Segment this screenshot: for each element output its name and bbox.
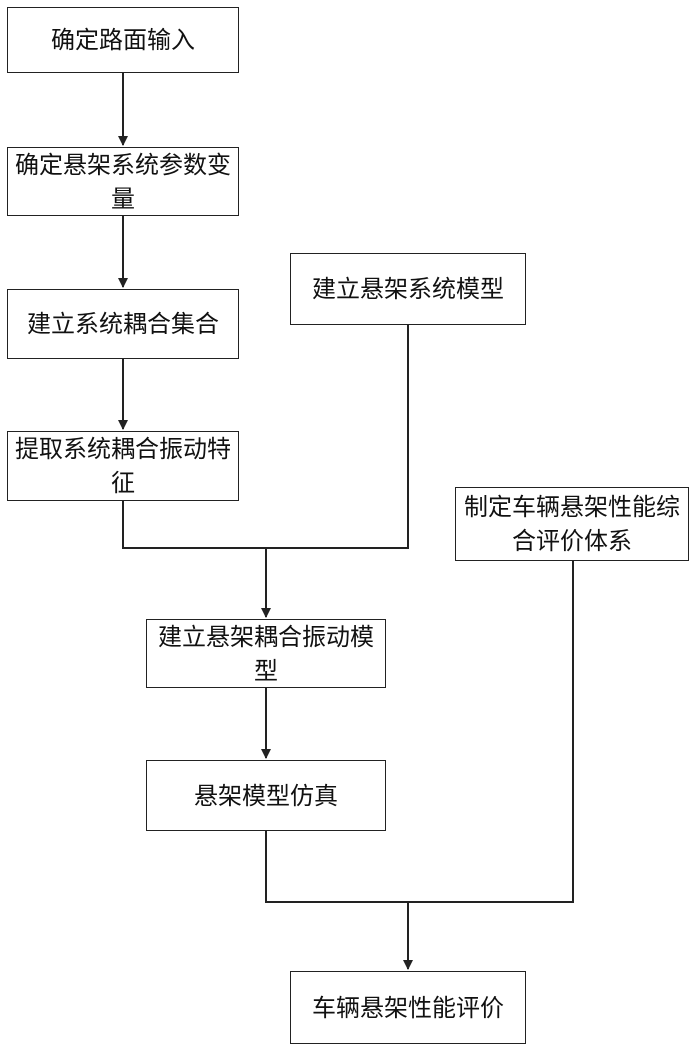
node-model-simulation: 悬架模型仿真 <box>146 760 386 831</box>
node-coupling-vibration-model: 建立悬架耦合振动模型 <box>146 619 386 688</box>
node-performance-evaluation: 车辆悬架性能评价 <box>290 971 526 1044</box>
node-coupling-set-label: 建立系统耦合集合 <box>27 307 219 341</box>
node-evaluation-system: 制定车辆悬架性能综合评价体系 <box>455 487 689 561</box>
node-road-input-label: 确定路面输入 <box>51 23 195 57</box>
node-suspension-system-model: 建立悬架系统模型 <box>290 253 526 325</box>
connector-simulation-merge <box>266 561 573 902</box>
node-suspension-system-model-label: 建立悬架系统模型 <box>312 272 504 306</box>
node-performance-evaluation-label: 车辆悬架性能评价 <box>312 991 504 1025</box>
node-suspension-params-label: 确定悬架系统参数变量 <box>12 148 234 216</box>
node-model-simulation-label: 悬架模型仿真 <box>194 779 338 813</box>
node-coupling-vibration-model-label: 建立悬架耦合振动模型 <box>151 620 381 688</box>
node-road-input: 确定路面输入 <box>7 7 239 73</box>
node-evaluation-system-label: 制定车辆悬架性能综合评价体系 <box>460 490 684 558</box>
node-suspension-params: 确定悬架系统参数变量 <box>7 147 239 216</box>
node-vibration-features-label: 提取系统耦合振动特征 <box>12 432 234 500</box>
node-coupling-set: 建立系统耦合集合 <box>7 289 239 359</box>
node-vibration-features: 提取系统耦合振动特征 <box>7 431 239 501</box>
